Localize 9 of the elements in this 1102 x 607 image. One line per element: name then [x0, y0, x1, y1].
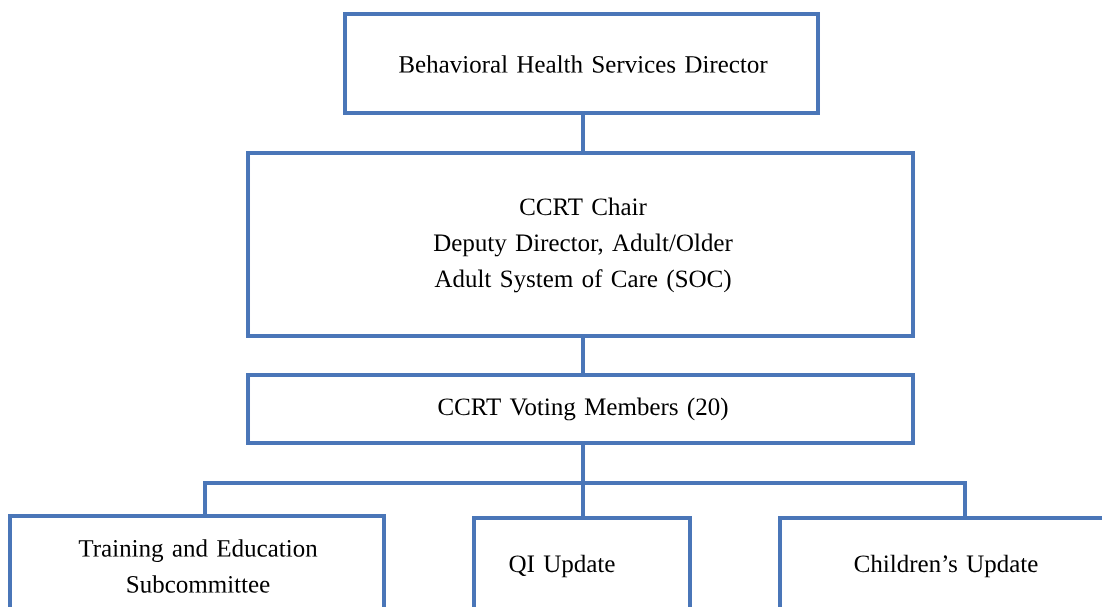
- org-box: Behavioral Health Services Director: [343, 12, 820, 115]
- connector-line: [581, 113, 585, 153]
- org-box: CCRT Chair Deputy Director, Adult/Older Adult System of Care (SOC): [246, 151, 915, 338]
- connector-line: [581, 443, 967, 518]
- org-box: Children’s Update: [778, 516, 1102, 607]
- connector-line: [581, 336, 585, 375]
- org-box: CCRT Voting Members (20): [246, 373, 915, 445]
- org-box: QI Update: [472, 516, 692, 607]
- org-box: Training and Education Subcommittee: [8, 514, 386, 607]
